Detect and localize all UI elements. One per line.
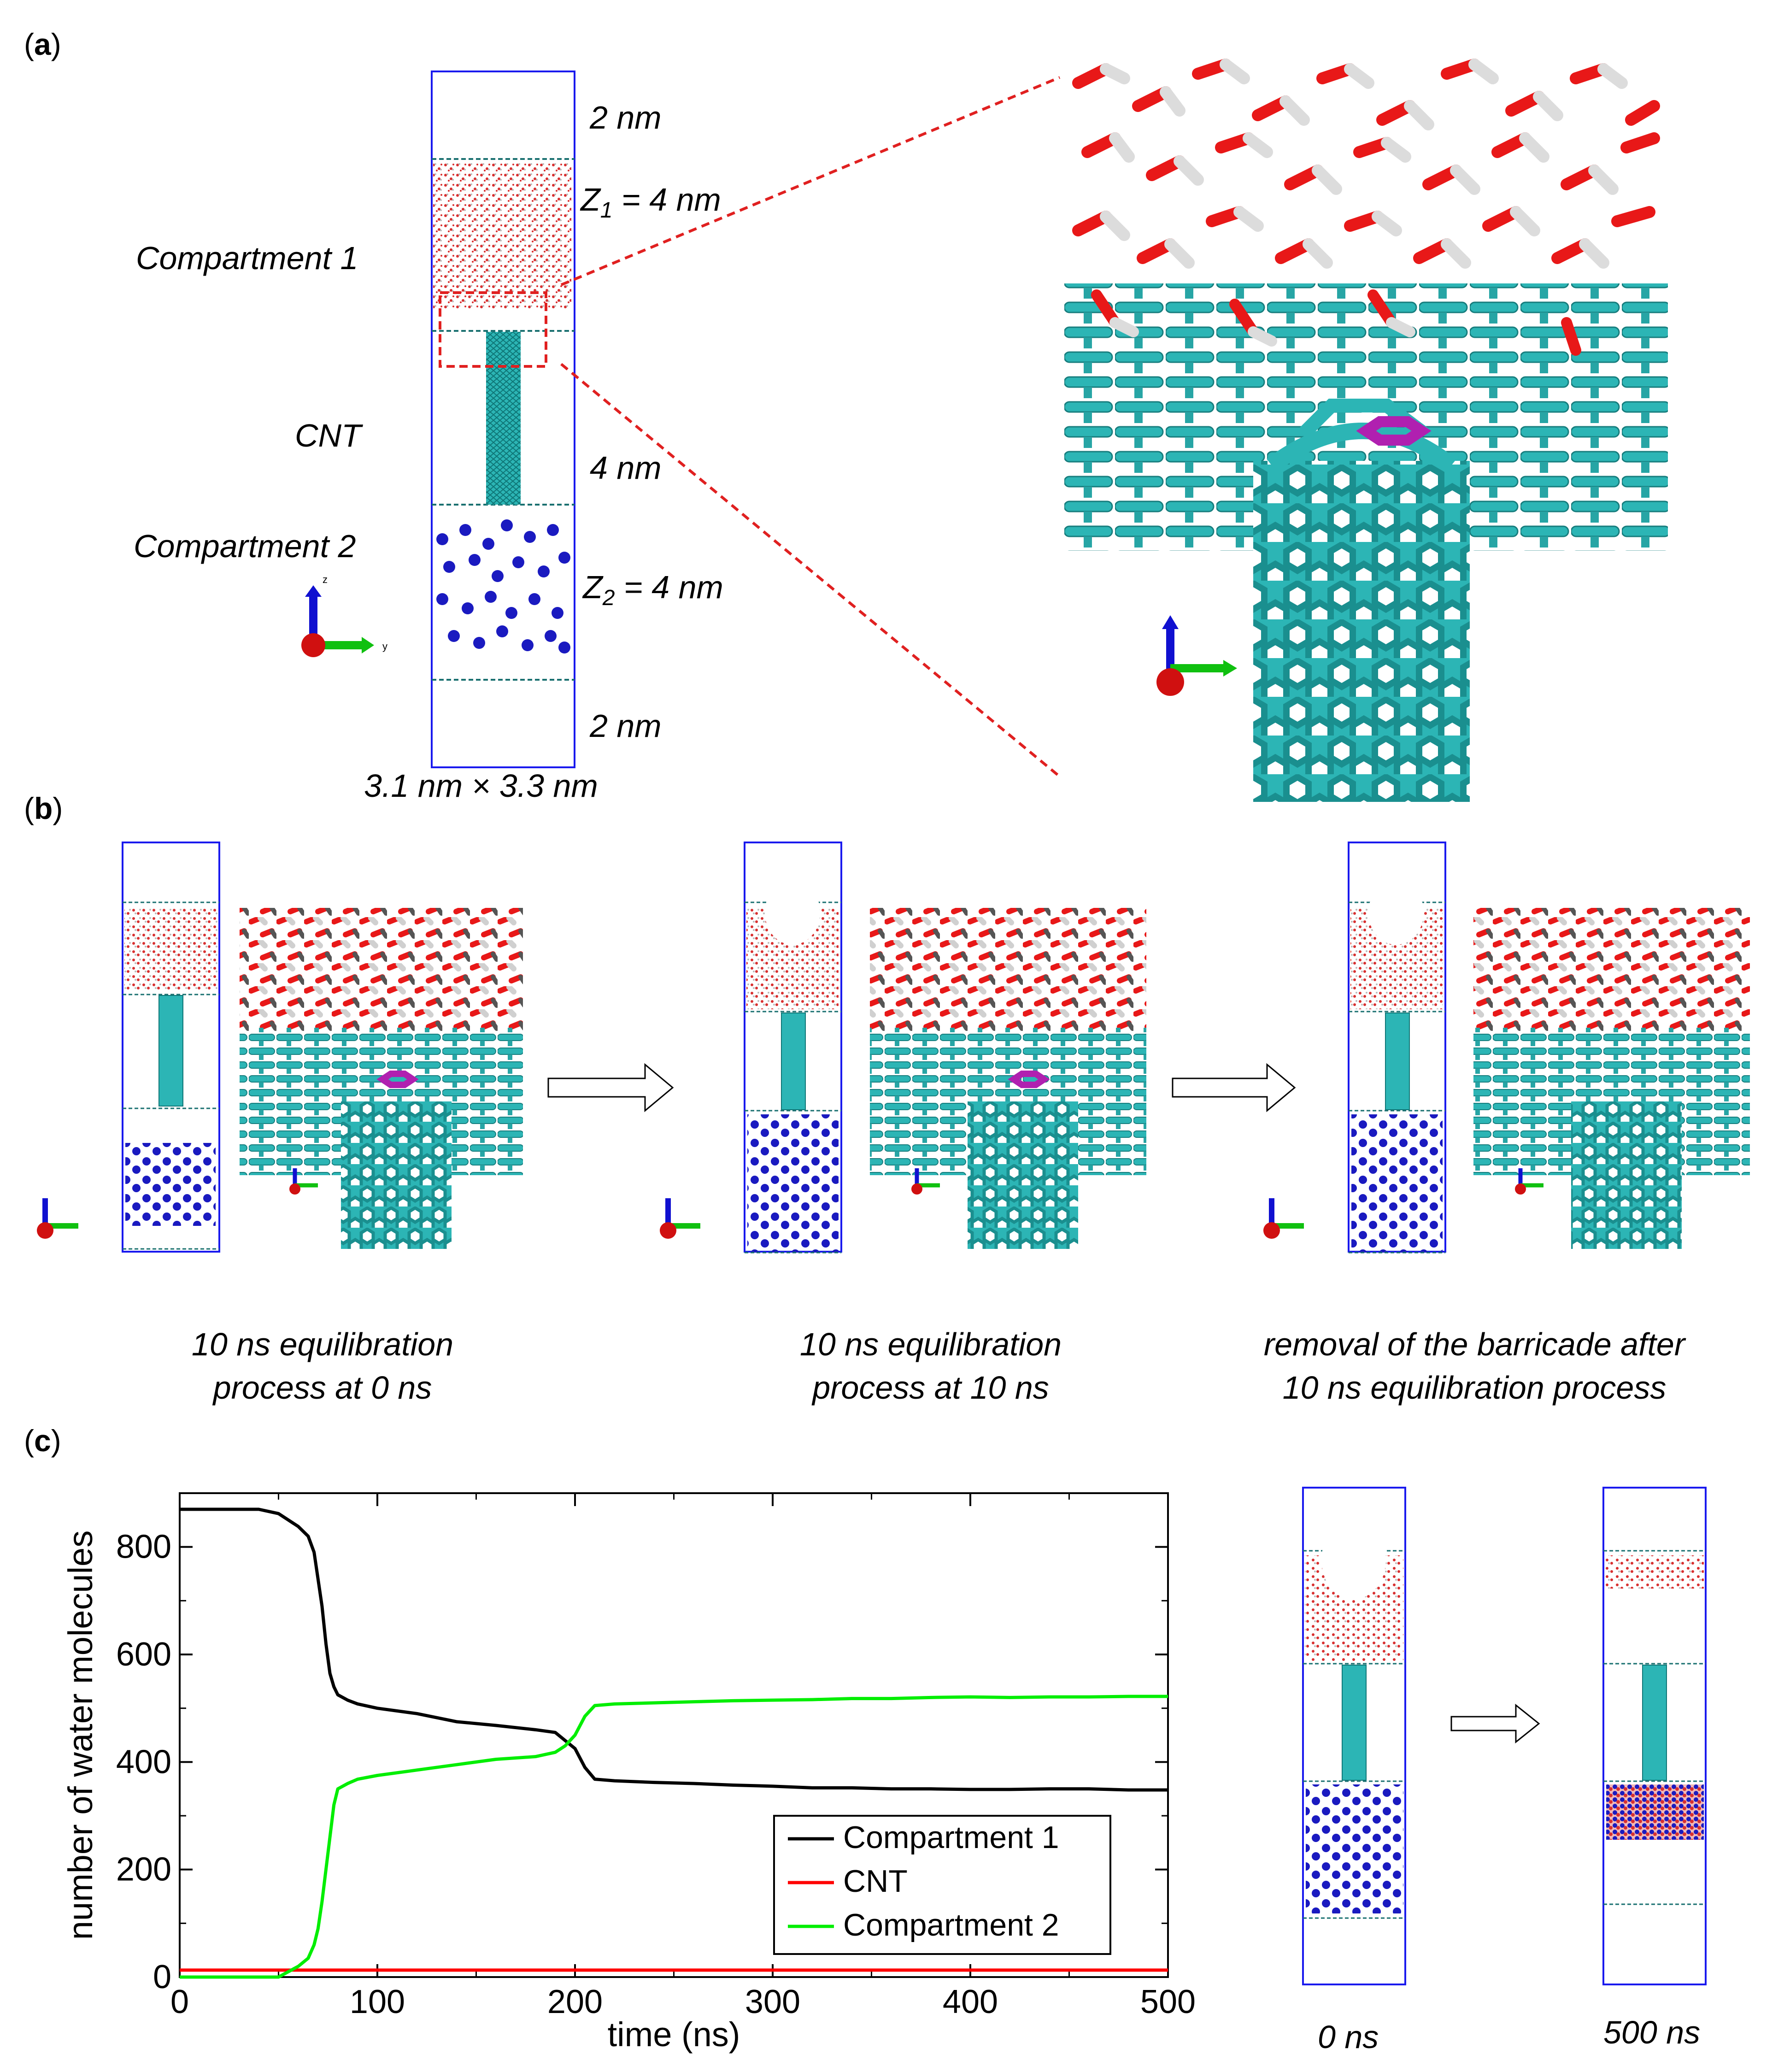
snapshot-0ns [1302, 1487, 1406, 1985]
stage-1-box [122, 842, 220, 1253]
data-point [456, 1721, 457, 1722]
cnt-label: CNT [295, 418, 361, 453]
z2-label: Z2 = 4 nm [583, 569, 723, 610]
data-point [693, 1701, 694, 1702]
x-tick-label: 200 [547, 1984, 603, 2020]
y-tick-label: 0 [153, 1959, 171, 1995]
compartment-2-ions [436, 519, 570, 653]
data-point [594, 1705, 595, 1706]
z1-label: Z1 = 4 nm [581, 182, 721, 223]
bottom-gap-label: 2 nm [590, 708, 662, 744]
arrow-0-to-500 [1450, 1703, 1540, 1744]
panel-label-a: (a) [24, 27, 61, 61]
panel-label-c: (c) [24, 1424, 61, 1458]
axis-y-label: y [382, 641, 387, 652]
x-tick-label: 500 [1140, 1984, 1196, 2020]
legend-label: Compartment 2 [843, 1907, 1059, 1942]
axis-triad-a-left [301, 585, 374, 657]
zoom-region-box [439, 291, 547, 368]
snapshot-500ns [1602, 1487, 1707, 1985]
y-tick-label: 200 [116, 1851, 171, 1888]
stage-2-zoom [870, 908, 1146, 1249]
panel-a-figure [301, 54, 1668, 811]
box-size-label: 3.1 nm × 3.3 nm [364, 768, 598, 804]
zoom-cnt-detail [1064, 54, 1668, 811]
stage-1-zoom [240, 908, 523, 1249]
data-point [347, 1700, 348, 1701]
y-axis-label: number of water molecules [61, 1530, 100, 1940]
cnt-tube [486, 332, 521, 505]
y-tick-label: 600 [116, 1636, 171, 1673]
compartment-2-label: Compartment 2 [134, 528, 356, 564]
data-point [278, 1977, 279, 1978]
data-point [555, 1752, 556, 1753]
data-point [258, 1509, 259, 1510]
barricade-molecule [1356, 416, 1432, 446]
arrow-stage-1-to-2 [547, 1063, 674, 1113]
axis-triad-b1 [37, 1168, 318, 1239]
top-gap-label: 2 nm [590, 100, 662, 135]
legend-label: Compartment 1 [843, 1820, 1059, 1855]
data-point [1128, 1696, 1129, 1697]
data-point [298, 1526, 299, 1527]
axis-triad-b2 [660, 1168, 940, 1239]
data-point [377, 1775, 378, 1776]
axis-triad-a-zoom [1156, 615, 1237, 696]
legend-label: CNT [843, 1864, 908, 1899]
x-tick-label: 400 [943, 1984, 998, 2020]
x-tick-label: 300 [745, 1984, 800, 2020]
panel-label-b: (b) [24, 791, 63, 825]
x-axis-label: time (ns) [608, 2015, 740, 2054]
snapshot-label-0ns: 0 ns [1318, 2019, 1379, 2055]
series-line-0 [180, 1507, 1168, 1792]
axis-z-label: z [323, 574, 328, 585]
data-point [535, 1756, 536, 1757]
axis-triad-b3 [1263, 1168, 1543, 1239]
compartment-1-water [433, 161, 571, 309]
data-point [851, 1698, 852, 1699]
cnt-length-label: 4 nm [590, 450, 662, 486]
data-point [278, 1513, 279, 1514]
x-tick-label: 100 [350, 1984, 405, 2020]
arrow-stage-2-to-3 [1172, 1063, 1296, 1113]
stage-2-box [744, 842, 842, 1254]
data-point [891, 1698, 892, 1699]
data-point [555, 1732, 556, 1733]
water-count-chart: 0 100 200 300 400 500 0 200 400 600 800 time (ns) nu… [61, 1492, 1196, 2054]
simulation-box [431, 71, 575, 768]
snapshot-label-500ns: 500 ns [1603, 2014, 1701, 2050]
panel-b-figure [37, 842, 1750, 1254]
data-point [1009, 1697, 1010, 1698]
compartment-1-label: Compartment 1 [136, 240, 358, 276]
stage-3-box [1348, 842, 1446, 1254]
panel-c-snapshots [1302, 1487, 1707, 1985]
x-tick-label: 0 [170, 1984, 189, 2020]
y-tick-label: 800 [116, 1529, 171, 1566]
stage-3-zoom [1473, 908, 1750, 1249]
y-tick-label: 400 [116, 1743, 171, 1780]
